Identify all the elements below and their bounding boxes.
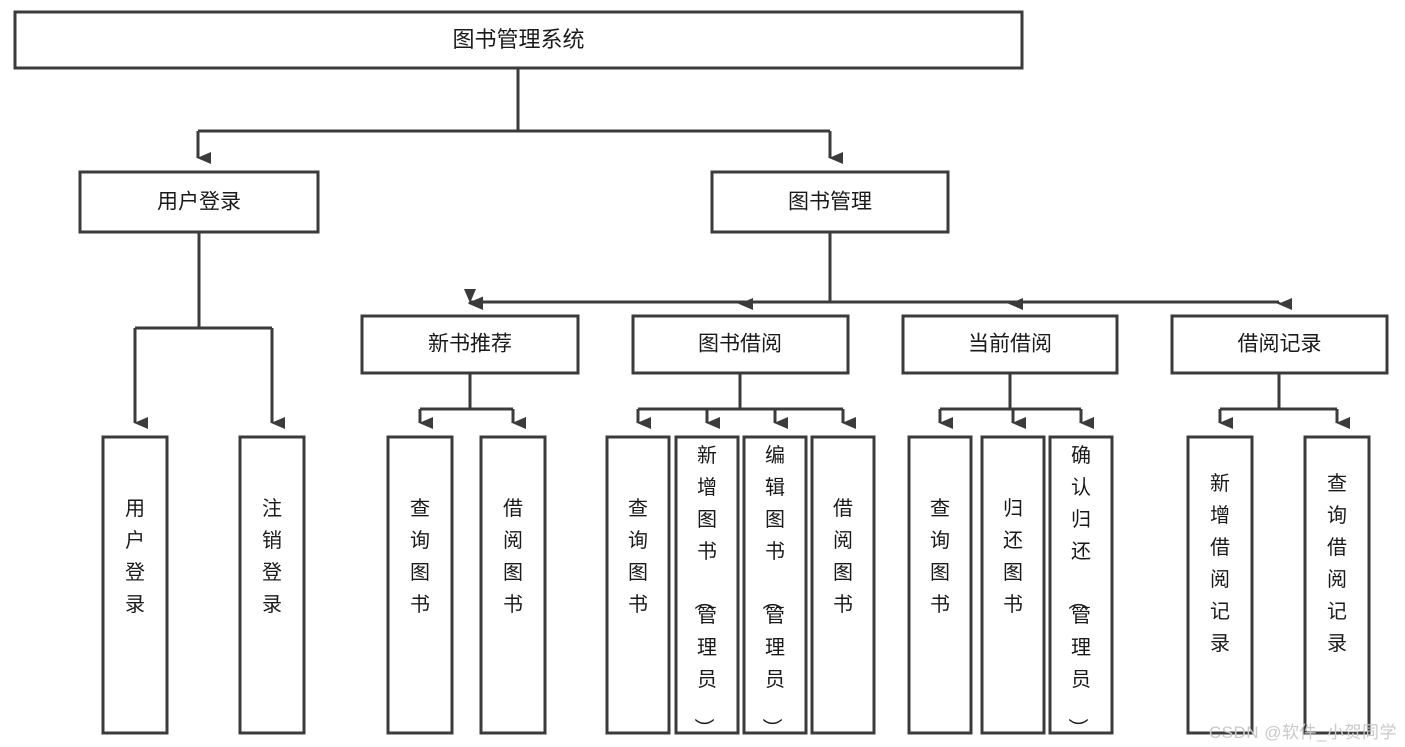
- leaf-add-book-label: 新增图书（管理员）: [692, 444, 717, 738]
- leaf-user-login[interactable]: 用户登录: [101, 435, 169, 735]
- leaf-return-book-label: 归还图书: [1003, 497, 1023, 616]
- leaf-user-login-box: [101, 435, 169, 735]
- leaf-borrow-book-box: [810, 435, 876, 735]
- leaf-logout-box: [238, 435, 306, 735]
- leaf-borrow-book-recommend-box: [479, 435, 547, 735]
- leaf-user-login-label: 用户登录: [125, 498, 145, 616]
- leaf-add-borrow-record[interactable]: 新增借阅记录: [1186, 435, 1254, 735]
- borrow-record-label: 借阅记录: [1238, 333, 1322, 356]
- leaf-edit-book-box: [742, 435, 808, 735]
- leaf-add-borrow-record-box: [1186, 435, 1254, 735]
- leaf-borrow-book-recommend-label: 借阅图书: [503, 497, 523, 616]
- leaf-borrow-book[interactable]: 借阅图书: [810, 435, 876, 735]
- book-management-label: 图书管理: [788, 191, 872, 214]
- leaf-query-borrow-record-box: [1303, 435, 1371, 735]
- csdn-watermark: CSDN @软件_小贺同学: [1208, 723, 1397, 742]
- leaf-add-book[interactable]: 新增图书（管理员）: [674, 435, 740, 738]
- node-user-login[interactable]: 用户登录: [78, 170, 320, 234]
- new-book-recommend-label: 新书推荐: [428, 333, 512, 356]
- leaf-return-book-box: [980, 435, 1046, 735]
- leaf-borrow-book-recommend[interactable]: 借阅图书: [479, 435, 547, 735]
- connector-layer: [133, 68, 1350, 429]
- leaf-query-borrow-record[interactable]: 查询借阅记录: [1303, 435, 1371, 735]
- node-borrow-record[interactable]: 借阅记录: [1170, 314, 1389, 375]
- book-management-box: [710, 170, 950, 234]
- borrow-record-box: [1170, 314, 1389, 375]
- leaf-add-borrow-record-label: 新增借阅记录: [1210, 472, 1230, 655]
- user-login-label: 用户登录: [157, 191, 241, 214]
- leaf-query-book-current[interactable]: 查询图书: [907, 435, 973, 735]
- current-borrow-box: [901, 314, 1119, 375]
- node-new-book-recommend[interactable]: 新书推荐: [360, 314, 580, 375]
- leaf-query-book-borrow[interactable]: 查询图书: [605, 435, 671, 735]
- leaf-query-book-recommend[interactable]: 查询图书: [386, 435, 454, 735]
- leaf-logout[interactable]: 注销登录: [238, 435, 306, 735]
- leaf-query-book-recommend-label: 查询图书: [410, 497, 430, 616]
- current-borrow-label: 当前借阅: [968, 333, 1052, 356]
- node-current-borrow[interactable]: 当前借阅: [901, 314, 1119, 375]
- leaf-query-book-borrow-box: [605, 435, 671, 735]
- leaf-add-book-box: [674, 435, 740, 735]
- book-borrow-box: [631, 314, 850, 375]
- leaf-query-borrow-record-label: 查询借阅记录: [1327, 472, 1347, 655]
- root-label: 图书管理系统: [452, 27, 584, 52]
- node-root-system[interactable]: 图书管理系统: [13, 10, 1024, 70]
- leaf-edit-book-label: 编辑图书（管理员）: [760, 444, 785, 738]
- user-login-box: [78, 170, 320, 234]
- leaf-return-book[interactable]: 归还图书: [980, 435, 1046, 735]
- book-borrow-label: 图书借阅: [698, 333, 782, 356]
- node-book-management[interactable]: 图书管理: [710, 170, 950, 234]
- leaf-confirm-return-box: [1048, 435, 1114, 735]
- leaf-borrow-book-label: 借阅图书: [833, 497, 853, 616]
- new-book-recommend-box: [360, 314, 580, 375]
- leaf-query-book-current-box: [907, 435, 973, 735]
- node-book-borrow[interactable]: 图书借阅: [631, 314, 850, 375]
- leaf-query-book-borrow-label: 查询图书: [628, 497, 648, 616]
- root-box: [13, 10, 1024, 70]
- leaf-query-book-recommend-box: [386, 435, 454, 735]
- leaf-confirm-return-label: 确认归还（管理员）: [1066, 444, 1091, 738]
- leaf-edit-book[interactable]: 编辑图书（管理员）: [742, 435, 808, 738]
- leaf-confirm-return[interactable]: 确认归还（管理员）: [1048, 435, 1114, 738]
- leaf-logout-label: 注销登录: [262, 497, 282, 616]
- leaf-query-book-current-label: 查询图书: [930, 497, 950, 616]
